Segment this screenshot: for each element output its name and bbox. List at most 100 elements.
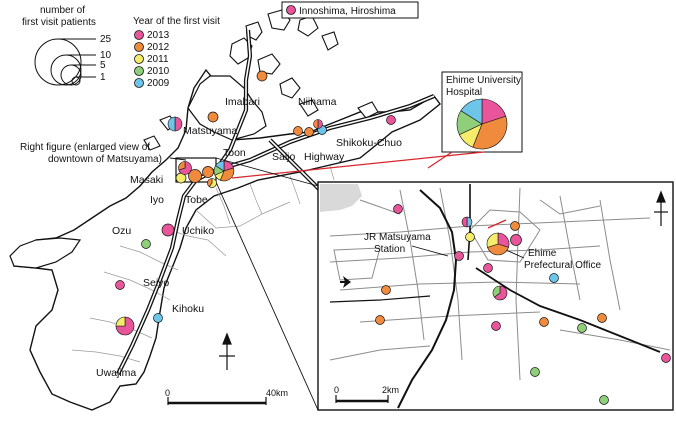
main-scale-end: 40km [266, 388, 288, 398]
label-seiyo: Seiyo [143, 277, 169, 289]
innoshima-label: Innoshima, Hiroshima [299, 6, 396, 17]
label-highway: Highway [304, 151, 345, 163]
inset-hospital-pie-slice-2011 [486, 232, 499, 248]
size-legend-25: 25 [100, 34, 112, 45]
matsuyama-pie-slice-2013 [174, 116, 183, 132]
station-pointer [411, 245, 449, 257]
inset-pie-hospital [486, 232, 510, 256]
uwajima-pie-slice-2011 [115, 316, 126, 327]
station-label-line2: Station [374, 244, 405, 255]
inset-leader-red [487, 219, 507, 229]
inset-marker-n [661, 353, 671, 363]
size-legend-circles [34, 38, 96, 86]
marker-saijo-area-2 [304, 127, 314, 137]
inset-marker-h [381, 285, 391, 295]
inset-marker-d [510, 234, 522, 246]
pie-marker-matsuyama [167, 116, 183, 132]
main-scale-bar [167, 397, 267, 405]
inset-west-road [329, 295, 431, 303]
inset-pie-office [492, 285, 508, 301]
inset-marker-c [510, 221, 520, 231]
marker-shikoku-chuo [386, 115, 396, 125]
sadamisaki-peninsula [9, 237, 82, 269]
label-toon: Toon [223, 147, 246, 159]
inset-marker-f [483, 263, 493, 273]
downtown-a-pie-slice-2012 [178, 161, 186, 171]
hospital-pie-chart [456, 98, 508, 150]
inset-marker-l [577, 323, 587, 333]
inset-marker-o [530, 367, 540, 377]
downtown-b-pie-slice-2011 [208, 178, 217, 188]
hospital-pie-slice-2012 [472, 115, 508, 150]
airport-icon [340, 276, 351, 288]
pie-marker-niihama [313, 119, 323, 129]
marker-seiyo [115, 280, 125, 290]
size-legend-1: 1 [100, 72, 106, 83]
marker-north-island [256, 70, 268, 82]
inset-office-pie-slice-2013 [493, 285, 508, 301]
downtown-b-pie-slice-2012 [207, 178, 213, 188]
main-scale-start: 0 [165, 388, 170, 398]
inset-hospital-pie-slice-2012 [487, 243, 509, 256]
inset-main-road [467, 184, 471, 261]
label-ozu: Ozu [112, 225, 131, 237]
pie-marker-uwajima [115, 316, 135, 336]
marker-uchiko [161, 223, 175, 237]
inset-pie-station [461, 216, 473, 228]
pref-office-label-line2: Prefectural Office [524, 260, 602, 271]
innoshima-marker [286, 5, 296, 15]
pie-marker-downtown-a [178, 161, 192, 175]
label-kihoku: Kihoku [172, 303, 204, 315]
inset-scale-end: 2km [382, 385, 399, 395]
inset-railway [397, 189, 458, 409]
inset-map: JR Matsuyama Station Ehime Prefectural O… [317, 181, 674, 411]
year-swatch-2011 [134, 54, 144, 64]
hospital-marker-slice-2009 [215, 160, 225, 172]
label-matsuyama: Matsuyama [183, 125, 237, 137]
label-tobe: Tobe [185, 194, 208, 206]
hospital-label-line1: Ehime University [446, 75, 521, 86]
size-legend-title-line1: number of [40, 5, 85, 16]
label-saijo: Saijo [272, 151, 296, 163]
hospital-marker-slice-2012 [219, 167, 235, 182]
size-legend-10: 10 [100, 50, 112, 61]
inset-gray-area [320, 184, 362, 212]
inset-marker-j [491, 321, 501, 331]
inset-north-arrow-icon [654, 190, 668, 226]
inset-marker-p [599, 395, 609, 405]
inset-markers [375, 204, 671, 405]
year-swatch-2012 [134, 42, 144, 52]
zoom-line-bottom [215, 181, 319, 411]
inset-marker-e [454, 251, 464, 261]
marker-tobe-2012b [202, 166, 214, 178]
inset-marker-i [375, 315, 385, 325]
label-niihama: Niihama [298, 96, 337, 108]
year-label-2011: 2011 [147, 54, 169, 65]
marker-imabari-area [207, 111, 219, 123]
marker-kihoku [153, 313, 163, 323]
pie-marker-hospital [213, 160, 235, 182]
year-swatch-2013 [134, 30, 144, 40]
inset-office-pie-slice-2010 [492, 285, 501, 298]
right-figure-note-line1: Right figure (enlarged view of [20, 142, 150, 153]
year-label-2013: 2013 [147, 30, 170, 41]
year-swatch-2010 [134, 66, 144, 76]
note-pointer [169, 157, 187, 161]
size-legend-title-line2: first visit patients [22, 17, 96, 28]
year-legend-title: Year of the first visit [133, 16, 220, 27]
year-label-2009: 2009 [147, 78, 170, 89]
right-figure-note-line2: downtown of Matsuyama) [48, 154, 162, 165]
hospital-label-line2: Hospital [446, 87, 482, 98]
year-label-2010: 2010 [147, 66, 170, 77]
marker-saijo-area [293, 126, 303, 136]
inset-tram-line [475, 267, 661, 353]
label-uwajima: Uwajima [96, 367, 136, 379]
pie-marker-downtown-b [207, 178, 217, 188]
pref-office-label-line1: Ehime [528, 248, 557, 259]
zoom-line-top [215, 157, 319, 187]
marker-ozu [141, 239, 151, 249]
year-label-2012: 2012 [147, 42, 170, 53]
north-arrow-icon [219, 332, 235, 370]
